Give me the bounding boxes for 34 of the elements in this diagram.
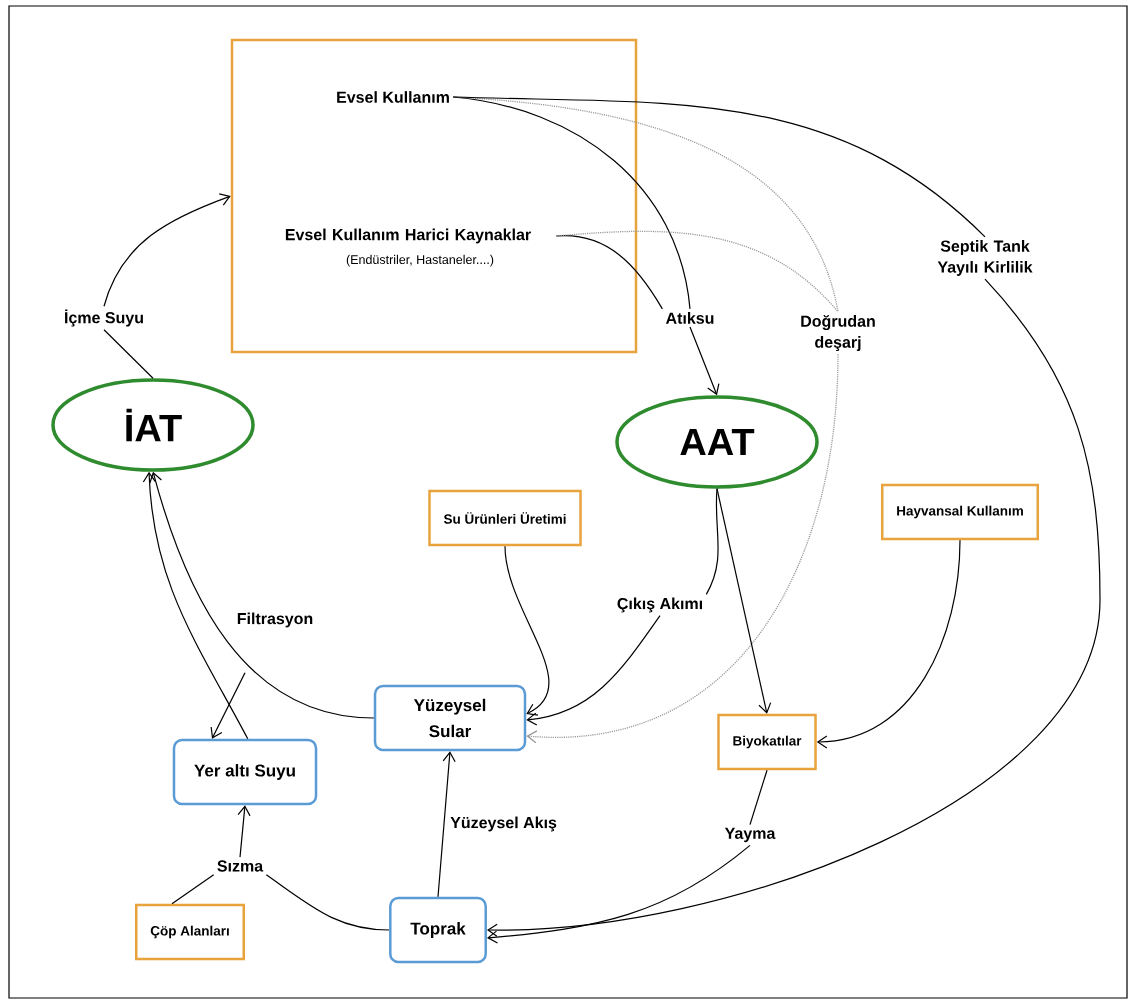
water-box: Toprak [389,896,487,964]
arrow [816,539,961,749]
arrow [486,844,751,944]
flow-label: Doğrudan deşarj [801,314,875,352]
water-box: Yer altı Suyu [172,738,318,806]
arrow [437,751,456,898]
source-label: Evsel Kullanım [337,91,449,103]
arrow [142,471,249,740]
arrow [689,326,720,396]
source-label: Evsel Kullanım Harici Kaynaklar [285,228,531,244]
flow-label: Septik Tank Yayılı Kirlilik [937,240,1033,276]
note: (Endüstriler, Hastaneler....) [346,254,494,267]
arrow [486,278,1101,937]
flow-label: Filtrasyon [237,612,313,628]
arrow [526,615,661,726]
arrow [716,488,772,714]
flow-label: Çıkış Akımı [617,597,702,613]
arrow [526,353,839,744]
flow-label: Yayma [724,827,776,843]
water-box: Yüzeysel Sular [373,684,527,752]
flow-label: Sızma [217,860,264,872]
edge-label: Yüzeysel Akış [448,814,559,834]
arrow [210,672,246,739]
arrow [504,545,550,716]
flow-label: Atıksu [665,312,714,324]
source-box [230,38,638,354]
product-box: Biyokatılar [717,713,817,771]
arrow [103,193,231,307]
flow-label: İçme Suyu [65,309,143,327]
arrow [149,471,375,719]
source-box: Su Ürünleri Üretimi [428,489,582,547]
arrow [237,805,251,858]
source-box: Çöp Alanları [135,903,245,961]
source-box: Hayvansal Kullanım [881,483,1040,541]
